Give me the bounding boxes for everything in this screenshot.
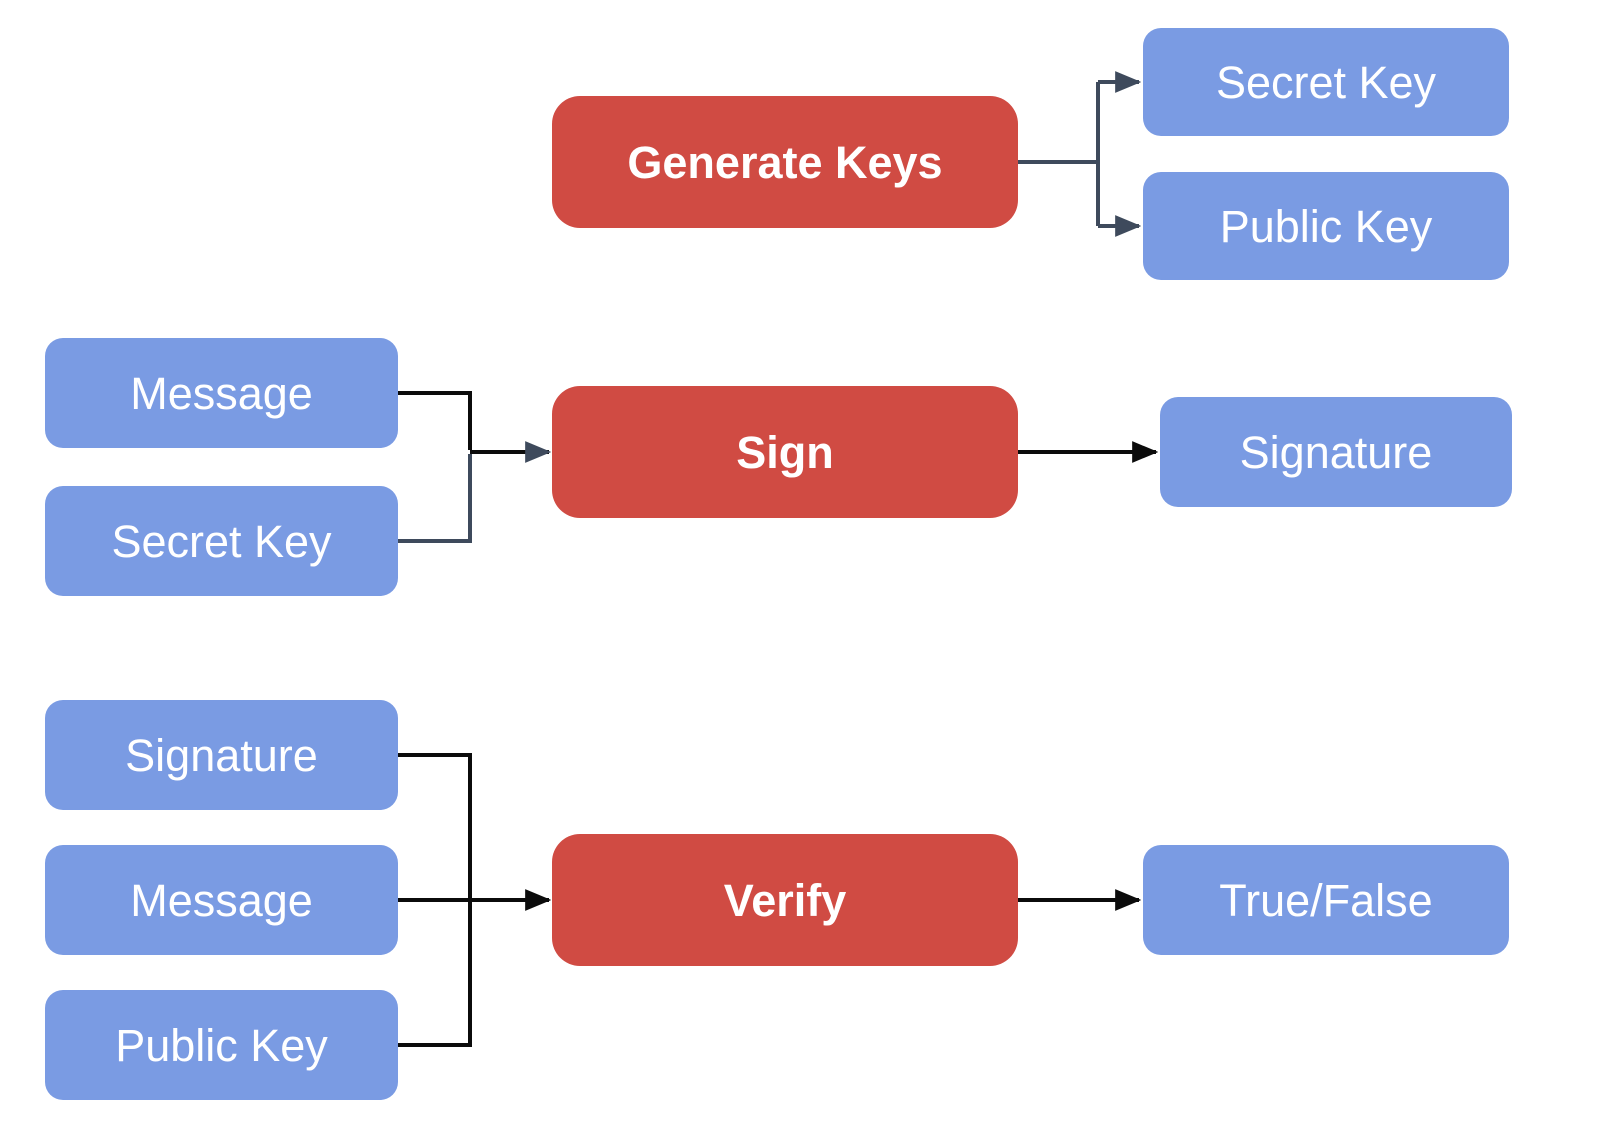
- sign-box: Sign: [552, 386, 1018, 518]
- public-key-input-box-verify: Public Key: [45, 990, 398, 1100]
- secret-key-input-box-sign: Secret Key: [45, 486, 398, 596]
- public-key-output-box: Public Key: [1143, 172, 1509, 280]
- connector-secret-key-to-sign: [398, 454, 472, 543]
- connector-message-to-sign: [398, 391, 472, 450]
- connector-public-key-to-verify: [398, 902, 472, 1047]
- connector-signature-to-verify: [398, 753, 472, 898]
- signature-input-box-verify: Signature: [45, 700, 398, 810]
- message-input-box-verify: Message: [45, 845, 398, 955]
- true-false-output-box: True/False: [1143, 845, 1509, 955]
- secret-key-output-box: Secret Key: [1143, 28, 1509, 136]
- verify-box: Verify: [552, 834, 1018, 966]
- message-input-box-sign: Message: [45, 338, 398, 448]
- generate-keys-box: Generate Keys: [552, 96, 1018, 228]
- signature-output-box: Signature: [1160, 397, 1512, 507]
